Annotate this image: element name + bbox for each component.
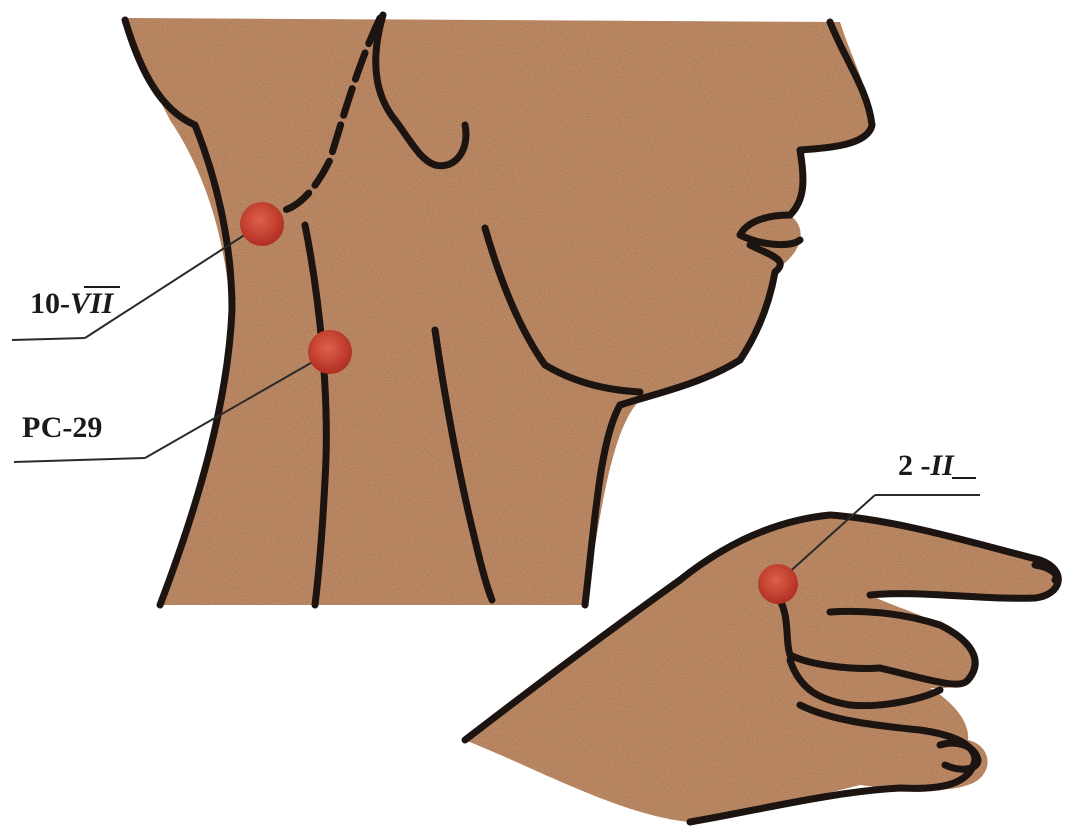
label-10-prefix: 10- [30, 287, 70, 320]
acupoint-10-vii [240, 202, 284, 246]
label-2-ii: 2 -II [898, 449, 955, 482]
label-10-vii: 10-VII [30, 287, 115, 320]
acupoint-2-ii [758, 564, 798, 604]
label-2-prefix: 2 - [898, 449, 931, 482]
label-2-numeral: II [930, 449, 956, 482]
acupoint-rc-29 [308, 330, 352, 374]
label-rc-29: РС-29 [22, 411, 102, 444]
label-10-numeral: VII [70, 287, 115, 320]
head-neck-silhouette [125, 18, 872, 605]
